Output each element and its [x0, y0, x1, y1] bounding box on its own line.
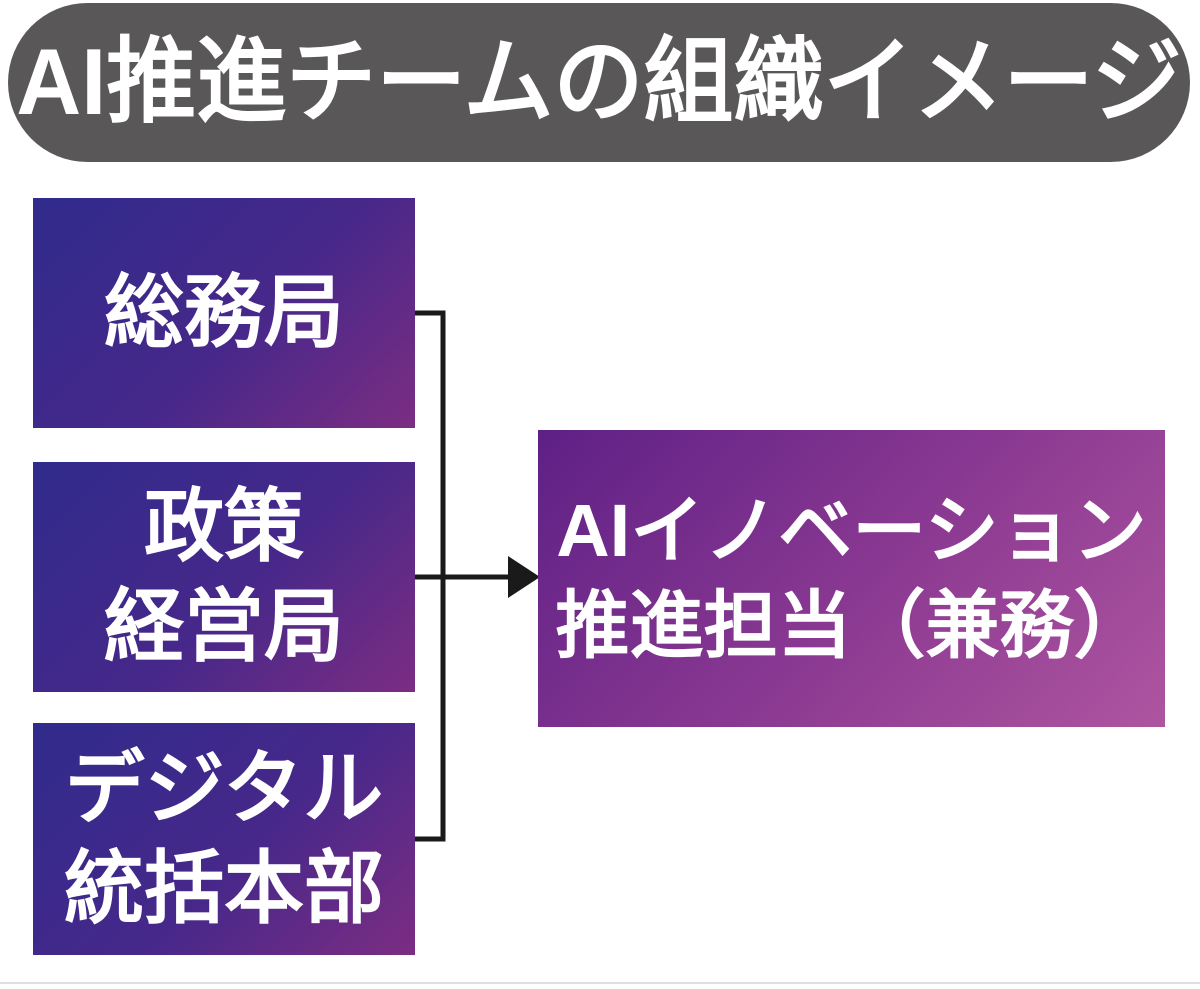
box-label-line-1: 政策 — [144, 482, 304, 571]
result-box-ai-innovation: AIイノベーション 推進担当（兼務） — [538, 430, 1165, 727]
box-label-line-1: AIイノベーション — [556, 488, 1147, 572]
source-box-soumu: 総務局 — [33, 198, 415, 428]
box-label-line-1: デジタル — [64, 744, 384, 833]
box-label-line-2: 統括本部 — [64, 844, 384, 933]
box-label-line-2: 経営局 — [104, 582, 344, 671]
bracket-line — [415, 310, 446, 842]
source-box-seisaku-keiei: 政策 経営局 — [33, 462, 415, 692]
arrow-head-icon — [508, 556, 540, 598]
box-label-line-2: 推進担当（兼務） — [555, 583, 1148, 667]
page-title: AI推進チームの組織イメージ — [16, 30, 1182, 135]
title-banner: AI推進チームの組織イメージ — [8, 3, 1190, 162]
box-label: 総務局 — [104, 268, 344, 357]
bottom-rule — [0, 982, 1200, 984]
source-box-digital-toukatsu: デジタル 統括本部 — [33, 723, 415, 955]
